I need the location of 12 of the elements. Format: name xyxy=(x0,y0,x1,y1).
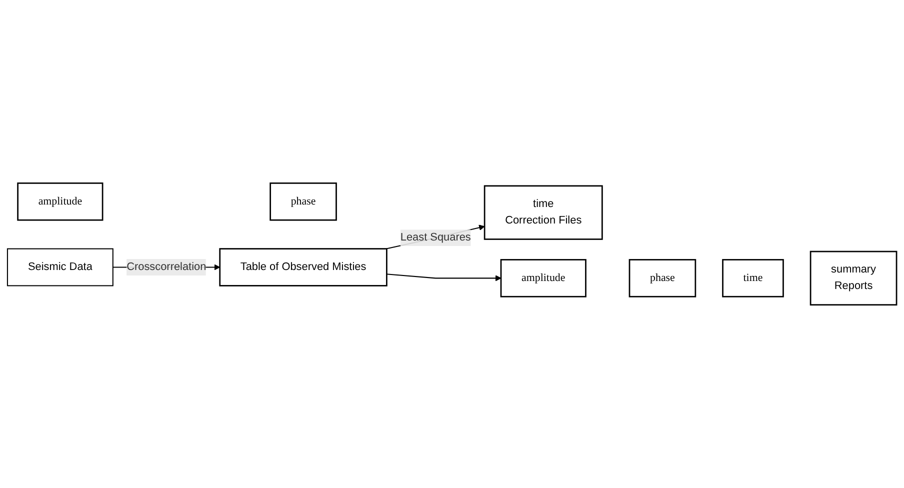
node-box: phase xyxy=(270,182,337,221)
node-box: Seismic Data xyxy=(6,248,114,286)
edge-label: Crosscorrelation xyxy=(126,261,206,273)
node-box: time Correction Files xyxy=(484,185,603,240)
node-box: amplitude xyxy=(17,182,104,221)
edge-label: Least Squares xyxy=(400,232,471,244)
node-box: phase xyxy=(628,259,696,298)
node-box: summary Reports xyxy=(810,250,898,306)
node-box: Table of Observed Misties xyxy=(219,248,388,286)
arrow xyxy=(386,274,502,282)
node-box: amplitude xyxy=(500,259,586,298)
node-box: time xyxy=(722,259,784,298)
